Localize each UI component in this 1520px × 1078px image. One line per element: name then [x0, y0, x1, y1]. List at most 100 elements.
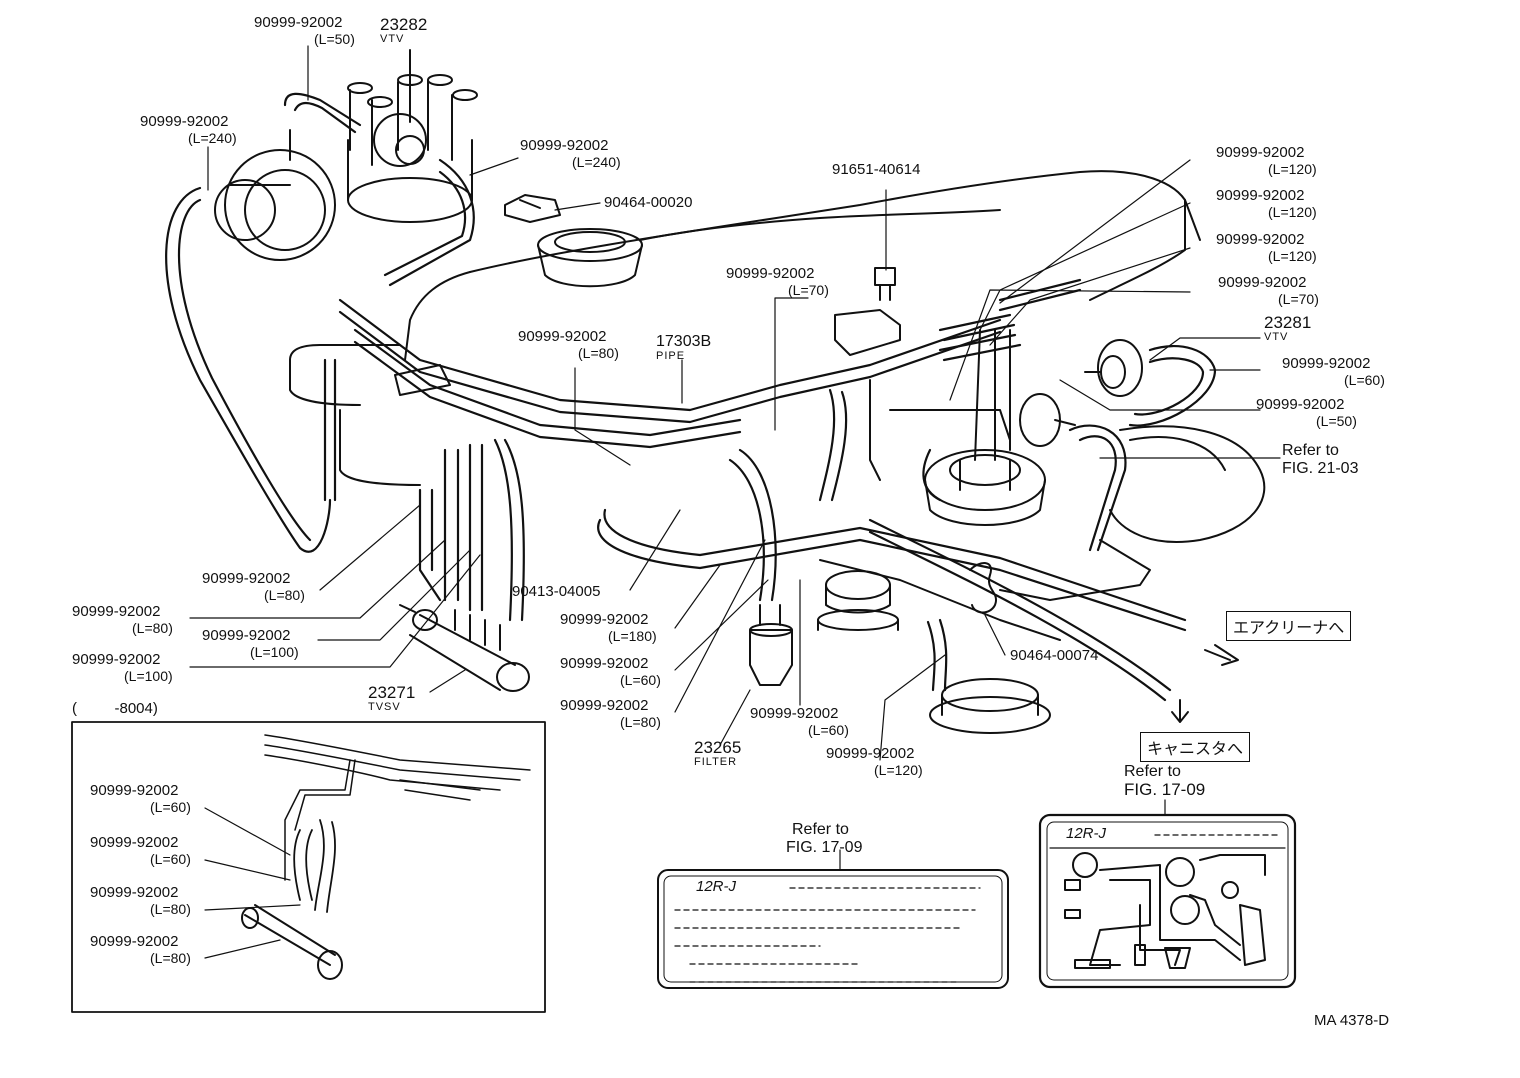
- arrow-air-cleaner: [1204, 644, 1239, 666]
- label-hose-l60-center: 90999-92002 (L=60): [560, 655, 661, 689]
- part-name: VTV: [1264, 331, 1289, 343]
- carburetor: [924, 329, 1046, 526]
- engine-block: [289, 170, 1266, 641]
- label-hose-l80-a: 90999-92002 (L=80): [202, 570, 305, 604]
- label-hose-l60-lower: 90999-92002 (L=60): [750, 705, 849, 739]
- hose-length: (L=50): [1316, 413, 1357, 429]
- part-number: 90999-92002: [518, 328, 607, 345]
- hose-length: (L=80): [150, 901, 191, 917]
- inset-label-l60-b: 90999-92002 (L=60): [90, 834, 191, 868]
- label-hose-l80-center-low: 90999-92002 (L=80): [560, 697, 661, 731]
- hose-length: (L=70): [788, 282, 829, 298]
- label-clamp-90464-00074: 90464-00074: [1010, 647, 1098, 664]
- part-number: 90999-92002: [520, 137, 609, 154]
- hose-length: (L=60): [150, 799, 191, 815]
- label-to-canister: キャニスタへ: [1140, 732, 1251, 762]
- part-number: 91651-40614: [832, 161, 921, 178]
- part-number: 90999-92002: [202, 627, 291, 644]
- label-hose-l70-right: 90999-92002 (L=70): [1218, 274, 1319, 308]
- valve-right: [1019, 393, 1076, 447]
- ref-figure: FIG. 17-09: [786, 839, 863, 856]
- hose-length: (L=240): [188, 130, 237, 146]
- hose-length: (L=100): [124, 668, 173, 684]
- ref-fig-17-09-plate: Refer to FIG. 17-09: [786, 821, 862, 857]
- label-clamp-90464-00020: 90464-00020: [604, 194, 692, 211]
- label-hose-l120-a: 90999-92002 (L=120): [1216, 144, 1317, 178]
- air-cleaner-part: [929, 678, 1051, 734]
- part-number: 90464-00020: [604, 194, 693, 211]
- part-number: 90999-92002: [90, 782, 179, 799]
- ref-figure: FIG. 17-09: [1124, 780, 1206, 799]
- ref-figure: FIG. 21-03: [1282, 460, 1359, 477]
- tvsv-23271: [399, 604, 530, 692]
- ref-fig-21-03: Refer to FIG. 21-03: [1282, 442, 1358, 478]
- part-number: 90999-92002: [1218, 274, 1307, 291]
- part-name: FILTER: [694, 756, 738, 768]
- part-number: 23271: [368, 683, 416, 702]
- label-hose-l50-top: 90999-92002 (L=50): [254, 14, 355, 48]
- bracket: [394, 309, 901, 396]
- plate-title-1: 12R-J: [696, 878, 737, 895]
- vtv-23281: [1084, 339, 1143, 397]
- part-number: 90999-92002: [1216, 231, 1305, 248]
- hose-length: (L=240): [572, 154, 621, 170]
- arrow-canister: [1171, 699, 1189, 723]
- hose-length: (L=100): [250, 644, 299, 660]
- hose-length: (L=80): [578, 345, 619, 361]
- figure-code: MA 4378-D: [1314, 1012, 1390, 1029]
- part-number: 23265: [694, 738, 742, 757]
- inset-title: ( -8004): [72, 700, 158, 717]
- label-filter-23265: 23265 FILTER: [694, 739, 741, 768]
- part-number: 90999-92002: [1216, 187, 1305, 204]
- plate-title-2: 12R-J: [1066, 825, 1107, 842]
- label-hose-l240-left: 90999-92002 (L=240): [140, 113, 237, 147]
- ref-text: Refer to: [792, 821, 849, 838]
- label-hose-l80-center: 90999-92002 (L=80): [518, 328, 619, 362]
- label-pipe-17303b: 17303B PIPE: [656, 333, 711, 362]
- hose-length: (L=120): [874, 762, 923, 778]
- filter-23265: [749, 604, 793, 686]
- bolt-91651-40614: [874, 267, 896, 301]
- label-tvsv-23271: 23271 TVSV: [368, 684, 415, 713]
- part-number: 90999-92002: [560, 655, 649, 672]
- leader-lines: [189, 45, 1281, 761]
- part-number: 90999-92002: [560, 611, 649, 628]
- label-hose-l70-center: 90999-92002 (L=70): [726, 265, 829, 299]
- part-number: 90999-92002: [72, 603, 161, 620]
- hose-length: (L=120): [1268, 161, 1317, 177]
- label-hose-l50-right: 90999-92002 (L=50): [1256, 396, 1357, 430]
- label-hose-l120-lower: 90999-92002 (L=120): [826, 745, 923, 779]
- hose-length: (L=120): [1268, 248, 1317, 264]
- label-vtv-23281: 23281 VTV: [1264, 314, 1311, 343]
- vacuum-hose-label-plate-2: [1038, 799, 1297, 989]
- part-number: 90999-92002: [202, 570, 291, 587]
- part-number: 90413-04005: [512, 583, 601, 600]
- hose-length: (L=80): [264, 587, 305, 603]
- part-number: 90999-92002: [1282, 355, 1371, 372]
- part-number: 23282: [380, 15, 428, 34]
- part-number: 23281: [1264, 313, 1312, 332]
- label-hose-l120-b: 90999-92002 (L=120): [1216, 187, 1317, 221]
- label-bolt-91651-40614: 91651-40614: [832, 161, 920, 178]
- part-number: 90999-92002: [1216, 144, 1305, 161]
- part-number: 90999-92002: [90, 884, 179, 901]
- part-number: 17303B: [656, 333, 712, 350]
- label-90413-04005: 90413-04005: [512, 583, 600, 600]
- part-name: PIPE: [656, 350, 686, 362]
- hose-length: (L=80): [620, 714, 661, 730]
- part-number: 90999-92002: [1256, 396, 1345, 413]
- label-hose-l120-c: 90999-92002 (L=120): [1216, 231, 1317, 265]
- part-number: 90999-92002: [750, 705, 839, 722]
- hose-length: (L=180): [608, 628, 657, 644]
- hose-length: (L=60): [150, 851, 191, 867]
- ref-text: Refer to: [1124, 763, 1181, 780]
- inset-box: [71, 721, 546, 1013]
- hoses: [165, 92, 1217, 702]
- part-number: 90999-92002: [254, 14, 343, 31]
- label-hose-l80-b: 90999-92002 (L=80): [72, 603, 173, 637]
- hose-length: (L=80): [132, 620, 173, 636]
- hose-length: (L=60): [620, 672, 661, 688]
- ref-fig-17-09-canister: Refer to FIG. 17-09: [1124, 763, 1205, 799]
- part-number: 90999-92002: [90, 834, 179, 851]
